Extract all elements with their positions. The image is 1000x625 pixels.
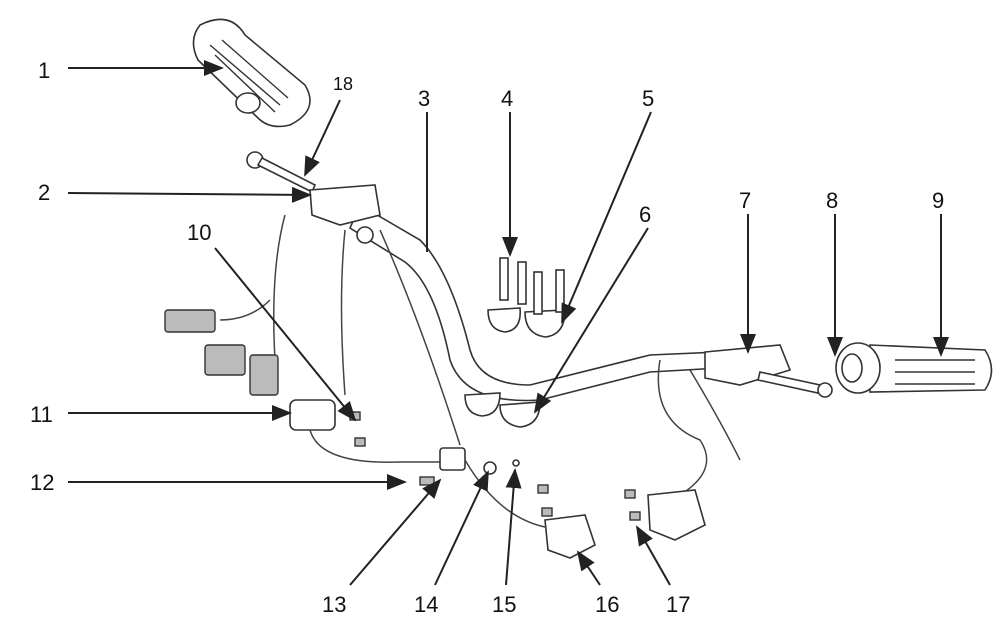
callout-17: 17: [666, 592, 690, 617]
callout-14: 14: [414, 592, 438, 617]
callout-11: 11: [30, 402, 53, 427]
callout-9: 9: [932, 188, 944, 213]
callout-16: 16: [595, 592, 619, 617]
brake-calipers: [537, 484, 706, 559]
callout-13: 13: [322, 592, 346, 617]
callout-1: 1: [38, 58, 50, 83]
callout-10: 10: [187, 220, 211, 245]
left-grip: [192, 18, 311, 128]
callout-3: 3: [418, 86, 430, 111]
callout-8: 8: [826, 188, 838, 213]
handlebar: [348, 203, 721, 402]
right-brake-lever: [704, 344, 833, 398]
callout-7: 7: [739, 188, 751, 213]
callout-6: 6: [639, 202, 651, 227]
switch-connectors: [164, 214, 461, 446]
callout-12: 12: [30, 470, 54, 495]
clamps-and-bolts: [464, 257, 566, 428]
callout-5: 5: [642, 86, 654, 111]
callout-4: 4: [501, 86, 513, 111]
callout-18: 18: [333, 74, 353, 94]
callout-15: 15: [492, 592, 516, 617]
callout-2: 2: [38, 180, 50, 205]
left-brake-lever: [246, 151, 381, 244]
leader-lines: [67, 60, 949, 586]
right-grip: [835, 342, 993, 394]
